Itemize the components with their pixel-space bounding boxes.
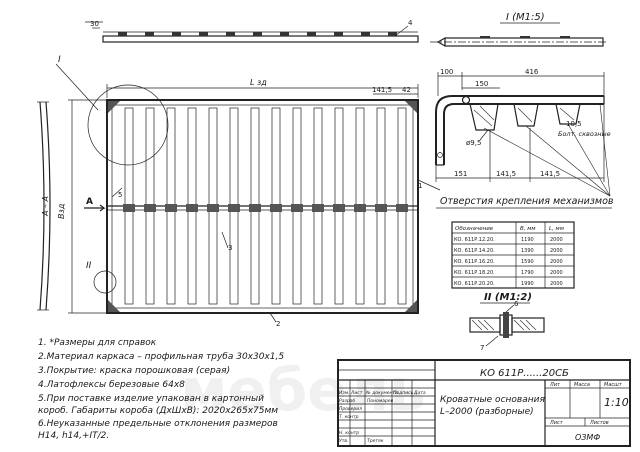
- note-5-cont: короб. Габариты короба (ДхШхВ): 2020x265…: [38, 406, 278, 416]
- watermark: мебель: [180, 356, 426, 424]
- dim-30: 30: [90, 20, 99, 28]
- svg-text:2000: 2000: [550, 248, 563, 254]
- svg-text:2000: 2000: [550, 259, 563, 265]
- note-1: 1. *Размеры для справок: [38, 338, 157, 348]
- svg-text:1590: 1590: [521, 259, 534, 265]
- table-header-designation: Обозначение: [455, 226, 494, 232]
- leader-4: 4: [408, 19, 413, 27]
- detail-II-title: II (М1:2): [484, 292, 532, 303]
- dim-100: 100: [440, 68, 453, 76]
- detail-I-title: I (М1:5): [506, 12, 545, 23]
- sheets-label: Листов: [589, 420, 609, 426]
- row-sign: Подпись: [393, 390, 414, 396]
- mount-holes-caption: Отверстия крепления механизмов: [440, 196, 614, 207]
- table-row: КО. 611Р.14.20. 1390 2000: [454, 248, 563, 254]
- svg-text:2000: 2000: [550, 281, 563, 287]
- dim-B: Bзд: [57, 203, 66, 219]
- leader-5: 5: [118, 191, 122, 199]
- section-label-I: I: [58, 55, 61, 65]
- col-lit: Лит: [549, 382, 561, 388]
- dim-416: 416: [525, 68, 539, 76]
- razrab-name: Пономарев: [367, 398, 394, 404]
- drawing-code: КО 611Р......20СБ: [480, 368, 569, 379]
- svg-text:1790: 1790: [521, 270, 534, 276]
- svg-text:КО. 611Р.14.20.: КО. 611Р.14.20.: [454, 248, 495, 254]
- row-date: Дата: [413, 390, 426, 396]
- slat-tabs: [118, 32, 397, 36]
- bolt-label: Болт. сквозные: [558, 130, 611, 138]
- main-frame-plan-view: L зд 141,5 42: [37, 78, 441, 328]
- svg-text:КО. 611Р.18.20.: КО. 611Р.18.20.: [454, 270, 495, 276]
- tkontr-label: Т. контр: [339, 414, 359, 420]
- leader-6: 6: [514, 300, 519, 308]
- leader-3: 3: [228, 244, 232, 252]
- sizes-table: Обозначение B, мм L, мм КО. 611Р.12.20. …: [451, 221, 575, 289]
- row-doc: № документа: [365, 390, 398, 396]
- svg-text:1190: 1190: [521, 237, 534, 243]
- drawing-name-line2: L–2000 (разборные): [440, 407, 534, 417]
- sheet-label: Лист: [549, 420, 564, 426]
- table-header-B: B, мм: [520, 226, 536, 232]
- note-6: 6.Неуказанные предельные отклонения разм…: [38, 419, 278, 429]
- note-2: 2.Материал каркаса – профильная труба 30…: [38, 352, 284, 362]
- svg-text:КО. 611Р.12.20.: КО. 611Р.12.20.: [454, 237, 495, 243]
- hole-diameter: ø9,5: [466, 139, 481, 147]
- table-row: КО. 611Р.18.20. 1790 2000: [454, 270, 563, 276]
- nkontr-name: Третяк: [367, 438, 384, 444]
- col-mass: Масса: [574, 382, 590, 388]
- dim-141-5-b: 141,5: [540, 170, 560, 178]
- prover-label: Проверил: [339, 406, 362, 412]
- top-side-view: 30 4 I: [55, 19, 419, 111]
- svg-text:1990: 1990: [521, 281, 534, 287]
- dim-150: 150: [475, 80, 488, 88]
- note-3: 3.Покрытие: краска порошковая (серая): [38, 366, 230, 376]
- slat-holders: [123, 204, 408, 212]
- dim-L: L зд: [250, 78, 267, 87]
- dim-141-5-a: 141,5: [496, 170, 516, 178]
- table-row: КО. 611Р.16.20. 1590 2000: [454, 259, 563, 265]
- dim-141-5: 141,5: [372, 86, 392, 94]
- svg-text:1390: 1390: [521, 248, 534, 254]
- svg-text:КО. 611Р.20.20.: КО. 611Р.20.20.: [454, 281, 495, 287]
- table-header-L: L, мм: [549, 226, 564, 232]
- leader-1-main: 1: [418, 182, 422, 190]
- scale-value: 1:10: [604, 396, 629, 409]
- leader-7: 7: [480, 344, 484, 352]
- razrab-label: Разраб: [339, 398, 355, 404]
- title-block: КО 611Р......20СБ Кроватные основания L–…: [337, 359, 631, 447]
- note-4: 4.Латофлексы березовые 64x8: [38, 380, 185, 390]
- section-A-A: А – А: [41, 196, 50, 217]
- svg-text:КО. 611Р.16.20.: КО. 611Р.16.20.: [454, 259, 495, 265]
- table-row: КО. 611Р.20.20. 1990 2000: [454, 281, 563, 287]
- technical-notes: 1. *Размеры для справок 2.Материал карка…: [38, 338, 284, 441]
- svg-text:2000: 2000: [550, 237, 563, 243]
- leader-2: 2: [276, 320, 280, 328]
- dim-10-5: 10,5: [566, 120, 582, 128]
- row-change: Изм.: [339, 390, 350, 396]
- row-sheet: Лист: [350, 390, 363, 396]
- col-scale: Масшт: [604, 382, 623, 388]
- detail-II: II (М1:2) 6 7: [469, 292, 545, 352]
- dim-42: 42: [402, 86, 411, 94]
- detail-I: I (М1:5) 100 416 150: [430, 12, 614, 209]
- dim-151: 151: [454, 170, 467, 178]
- drawing-name-line1: Кроватные основания: [440, 395, 545, 405]
- utv-label: Утв.: [339, 438, 348, 444]
- table-row: КО. 611Р.12.20. 1190 2000: [454, 237, 563, 243]
- nkontr-label: Н. контр: [339, 430, 359, 436]
- section-A: А: [86, 197, 93, 207]
- note-5: 5.При поставке изделие упакован в картон…: [38, 394, 264, 404]
- note-6-cont: H14, h14,+IT/2.: [38, 431, 109, 441]
- company-name: ОЗМФ: [575, 433, 600, 442]
- svg-text:2000: 2000: [550, 270, 563, 276]
- detail-II-label: II: [86, 261, 92, 271]
